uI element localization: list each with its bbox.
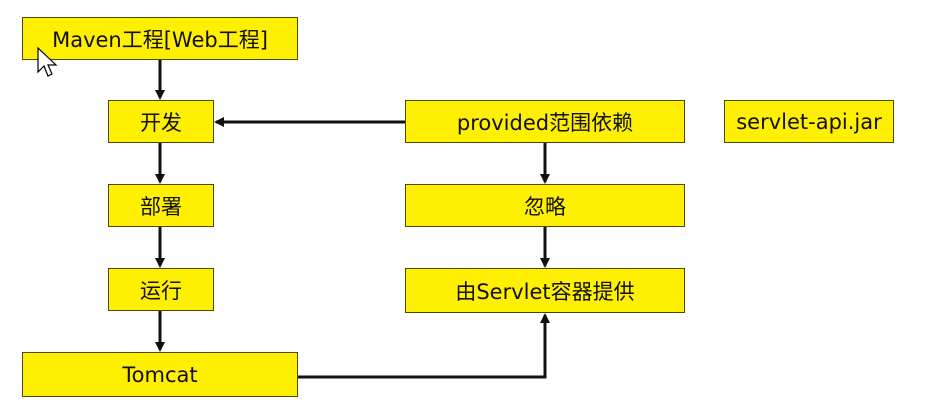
node-develop: 开发	[108, 100, 214, 143]
node-deploy: 部署	[108, 184, 214, 227]
node-tomcat: Tomcat	[22, 352, 298, 397]
node-run: 运行	[108, 268, 214, 311]
node-ignore: 忽略	[405, 184, 685, 227]
edge-tomcat-servlet	[298, 313, 550, 379]
node-maven-project: Maven工程[Web工程]	[22, 17, 298, 60]
node-servlet-container: 由Servlet容器提供	[405, 268, 685, 313]
move-cursor-icon	[37, 46, 58, 77]
node-servlet-api-jar: servlet-api.jar	[724, 100, 894, 143]
node-provided-scope: provided范围依赖	[405, 100, 685, 143]
